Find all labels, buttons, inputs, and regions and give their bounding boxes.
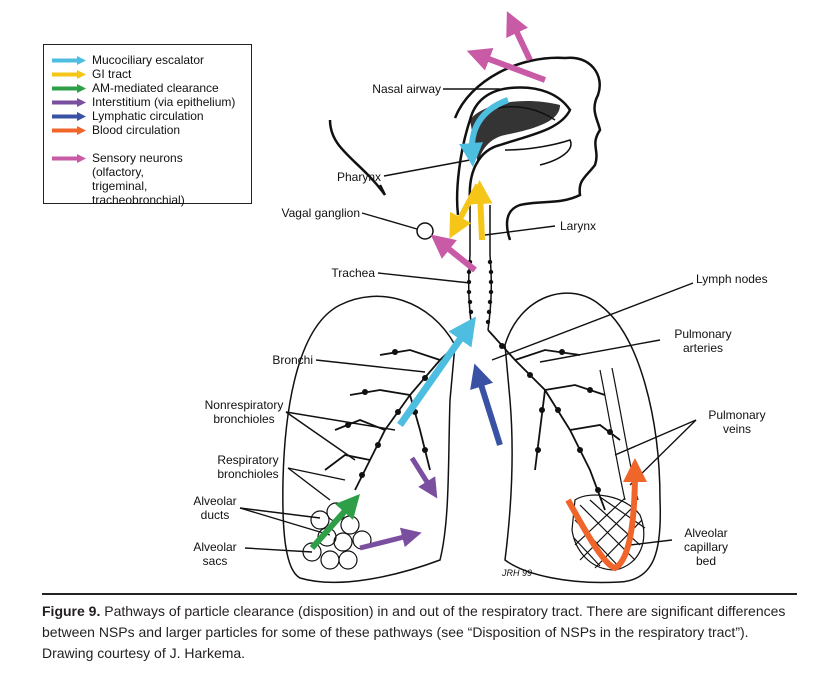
figure-caption: Figure 9. Pathways of particle clearance…: [42, 601, 797, 664]
pathway-arrows: [309, 11, 647, 572]
label-trachea: Trachea: [331, 266, 375, 280]
arrow-right-icon: [52, 154, 86, 163]
arrow-right-icon: [52, 70, 86, 79]
legend-label: AM-mediated clearance: [92, 81, 219, 95]
caption-label: Figure 9.: [42, 603, 101, 619]
label-lymph-nodes: Lymph nodes: [696, 272, 768, 286]
label-pulmonary-veins: Pulmonary veins: [708, 408, 766, 436]
caption-text: Pathways of particle clearance (disposit…: [42, 603, 786, 661]
anatomy-drawing: [239, 11, 697, 584]
arrow-right-icon: [52, 126, 86, 135]
label-larynx: Larynx: [560, 219, 597, 233]
mucociliary-arrow-nasal: [459, 97, 510, 167]
lymphatic-arrow: [470, 363, 503, 446]
legend-label: Interstitium (via epithelium): [92, 95, 236, 109]
legend-label: Sensory neurons (olfactory, trigeminal, …: [92, 151, 185, 207]
legend-label: Lymphatic circulation: [92, 109, 204, 123]
leader-lines: [239, 88, 697, 553]
label-alveolar-capillary-bed: Alveolar capillary bed: [683, 526, 728, 568]
arrow-right-icon: [52, 98, 86, 107]
interstitium-arrow-right: [359, 527, 422, 551]
artist-signature: JRH 99: [502, 568, 533, 578]
label-pulmonary-arteries: Pulmonary arteries: [674, 327, 732, 355]
am-arrow: [309, 494, 360, 550]
interstitium-arrow-down: [409, 456, 438, 499]
arrow-right-icon: [52, 112, 86, 121]
label-pharynx: Pharynx: [336, 170, 381, 184]
arrow-right-icon: [52, 56, 86, 65]
lung-outline: [282, 292, 662, 584]
legend-label: Blood circulation: [92, 123, 181, 137]
sensory-arrow-nasal: [466, 47, 547, 83]
alveolar-sacs: [302, 502, 372, 570]
vagal-ganglion-node: [416, 222, 434, 240]
blood-arrow: [565, 458, 647, 572]
gi-arrow-up: [468, 180, 493, 241]
sensory-arrow-olfactory-up: [506, 11, 533, 62]
label-respiratory-bronchioles: Respiratory bronchioles: [217, 453, 279, 481]
label-nasal-airway: Nasal airway: [372, 82, 441, 96]
legend-label: Mucociliary escalator: [92, 53, 205, 67]
caption-divider: [42, 593, 797, 595]
bronchial-tree: [324, 329, 621, 511]
legend-label: GI tract: [92, 67, 132, 81]
label-alveolar-sacs: Alveolar sacs: [193, 540, 237, 568]
arrow-right-icon: [52, 84, 86, 93]
label-alveolar-ducts: Alveolar ducts: [193, 494, 237, 522]
label-bronchi: Bronchi: [272, 353, 313, 367]
mucociliary-arrow-lung: [397, 316, 477, 428]
label-nonrespiratory-bronchioles: Nonrespiratory bronchioles: [204, 398, 284, 426]
label-vagal-ganglion: Vagal ganglion: [281, 206, 360, 220]
sensory-arrow-vagal: [430, 234, 477, 273]
